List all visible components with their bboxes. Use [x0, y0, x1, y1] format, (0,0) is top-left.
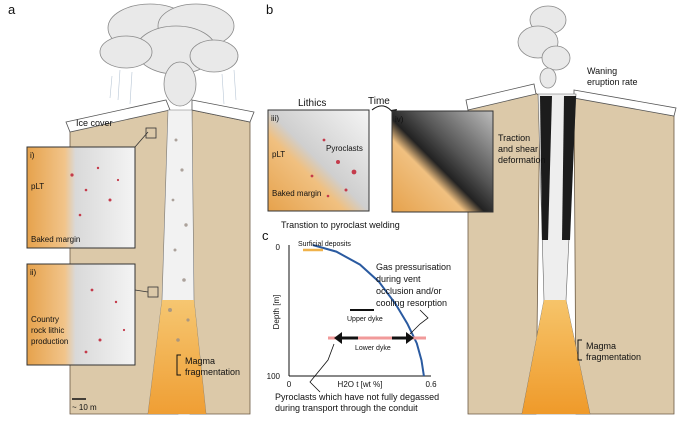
inset-i-plt: pLT [31, 182, 44, 191]
pyro-label-2: during transport through the conduit [275, 403, 418, 413]
gas-label-4: cooling resorption [376, 298, 447, 308]
x-tick-0: 0 [287, 380, 292, 389]
time-label: Time [368, 96, 390, 107]
gas-label-3: occlusion and/or [376, 286, 442, 296]
series-curve [312, 244, 425, 377]
pyro-leader [309, 343, 335, 393]
inset-iii-label: iii) [271, 114, 279, 123]
panel-c: c 0 100 0 0.6 Depth [m] H2O t [wt %] Sur… [262, 228, 451, 413]
magma-label-b-1: Magma [586, 341, 616, 351]
inset-iii-baked: Baked margin [272, 189, 321, 198]
plume-b [517, 5, 571, 89]
inset-iv-traction-2: and shear [498, 144, 538, 154]
transition-label: Transtion to pyroclast welding [281, 220, 400, 230]
inset-iv-traction-1: Traction [498, 133, 530, 143]
welded-wall-right [562, 96, 576, 240]
panel-b: b Waning eruption rate Magma fragmentati… [266, 2, 677, 415]
ice-cover-b-left [465, 83, 537, 111]
panel-c-letter: c [262, 228, 269, 243]
depth-chart: 0 100 0 0.6 Depth [m] H2O t [wt %] [267, 243, 437, 389]
upper-dyke-label: Upper dyke [347, 316, 383, 323]
bracket-a [176, 354, 181, 376]
lower-dyke-arrow-left-head [334, 332, 342, 344]
panel-a-letter: a [8, 2, 16, 17]
waning-label-2: eruption rate [587, 77, 638, 87]
inset-ii-text3: production [31, 337, 68, 346]
panel-a: a Ice cover [8, 2, 255, 415]
inset-ii-locator [147, 286, 159, 298]
ash-fall-a [109, 69, 237, 105]
time-arrow [371, 105, 395, 115]
inset-iv-label: iv) [395, 115, 404, 124]
bracket-b [577, 339, 582, 361]
inset-i-baked: Baked margin [31, 235, 80, 244]
inset-ii-clasts [84, 288, 126, 354]
inset-ii: ii) Country rock lithic production [26, 263, 159, 366]
welded-wall-left [540, 96, 552, 240]
y-axis-label: Depth [m] [272, 295, 281, 330]
inset-iii-clasts [310, 138, 357, 198]
gas-label-1: Gas pressurisation [376, 262, 451, 272]
lower-dyke-label: Lower dyke [355, 345, 391, 352]
conduit-clasts-a [168, 138, 190, 342]
inset-ii-text2: rock lithic [31, 326, 64, 335]
magma-label-a-1: Magma [185, 356, 215, 366]
inset-ii-label: ii) [30, 268, 37, 277]
inset-iii-lithics: Lithics [298, 98, 326, 109]
scale-label: ~ 10 m [72, 403, 97, 412]
inset-i-label: i) [30, 151, 35, 160]
inset-i-locator [145, 127, 157, 139]
inset-iii-plt: pLT [272, 150, 285, 159]
surficial-label: Surficial deposits [298, 241, 351, 248]
country-rock-right-b [573, 95, 675, 415]
inset-i-clasts [70, 166, 120, 217]
gas-leader [409, 309, 429, 335]
inset-iv: iv) Traction and shear deformation [391, 110, 546, 213]
inset-i: i) pLT Baked margin [26, 127, 157, 249]
magma-label-b-2: fragmentation [586, 352, 641, 362]
inset-iv-traction-3: deformation [498, 155, 546, 165]
inset-ii-text1: Country [31, 315, 59, 324]
y-tick-100: 100 [267, 372, 281, 381]
ice-cover-right [191, 99, 255, 123]
pyro-label-1: Pyroclasts which have not fully degassed [275, 392, 439, 402]
plume-a [99, 3, 239, 107]
inset-iii-pyroclasts: Pyroclasts [326, 144, 363, 153]
y-tick-0: 0 [276, 243, 281, 252]
x-tick-max: 0.6 [425, 380, 437, 389]
x-axis-label: H2O t [wt %] [338, 380, 383, 389]
inset-iii: iii) Lithics Pyroclasts pLT Baked margin [267, 98, 370, 212]
magma-label-a-2: fragmentation [185, 367, 240, 377]
ice-cover-label: Ice cover [76, 118, 113, 128]
panel-b-letter: b [266, 2, 273, 17]
gas-label-2: during vent [376, 274, 421, 284]
waning-label-1: Waning [587, 66, 617, 76]
magma-b [522, 300, 590, 414]
lower-dyke-arrow-right-head [406, 332, 414, 344]
